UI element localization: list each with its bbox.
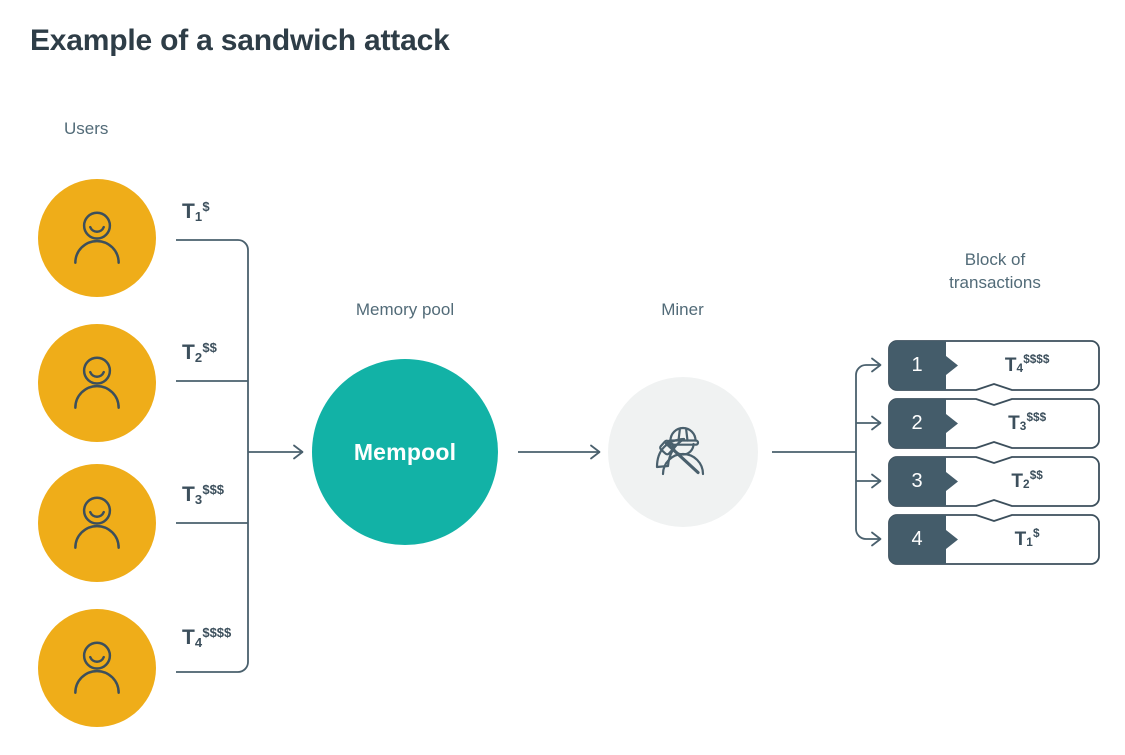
page-title: Example of a sandwich attack	[30, 24, 450, 57]
tx-label-2: T2$$	[182, 340, 217, 365]
arrow-head-row-2	[871, 415, 882, 431]
tx-label-3-symbol: T	[182, 483, 195, 506]
mempool-node[interactable]: Mempool	[312, 359, 498, 545]
tx-label-3-index: 3	[194, 491, 203, 507]
block-label-line-2: transactions	[949, 272, 1041, 292]
block-row-3-shape	[888, 456, 1100, 507]
miner-pickaxe-icon	[655, 426, 705, 476]
block-label-line-1: Block of	[964, 250, 1026, 269]
user-avatar-4[interactable]	[38, 609, 156, 727]
tx-label-3-fee: $$$	[202, 482, 225, 498]
tx-label-4-symbol: T	[182, 626, 195, 649]
miner-node[interactable]	[608, 377, 758, 527]
tx-label-3: T3$$$	[182, 482, 225, 507]
block-row-2-shape	[888, 398, 1100, 449]
miner-label: Miner	[661, 300, 704, 319]
user-avatar-1[interactable]	[38, 179, 156, 297]
block-row-1-shape	[888, 340, 1100, 391]
left-bracket-spine	[176, 239, 249, 673]
tx-label-1-fee: $	[202, 199, 210, 215]
memory-pool-label: Memory pool	[355, 300, 455, 319]
user-avatar-3[interactable]	[38, 464, 156, 582]
arrow-head-row-4	[871, 531, 882, 547]
users-label: Users	[64, 119, 109, 138]
user-avatar-icon	[74, 641, 120, 694]
user-avatar-icon	[74, 496, 120, 549]
tx-label-4-fee: $$$$	[202, 625, 232, 641]
tx-label-4-index: 4	[194, 634, 203, 650]
tx-label-2-index: 2	[194, 349, 203, 365]
tx-label-1: T1$	[182, 199, 210, 224]
user-avatar-2[interactable]	[38, 324, 156, 442]
user-avatar-icon	[74, 211, 120, 264]
arrow-head-row-1	[871, 357, 882, 373]
tx-label-2-symbol: T	[182, 341, 195, 364]
tx-label-1-index: 1	[194, 208, 203, 224]
arrow-head-row-3	[871, 473, 882, 489]
tx-label-4: T4$$$$	[182, 625, 232, 650]
tx-label-1-symbol: T	[182, 200, 195, 223]
arrow-users-to-mempool-head	[293, 444, 304, 460]
right-bracket-spine	[855, 364, 880, 540]
tx-label-2-fee: $$	[202, 340, 217, 356]
block-of-transactions-label: Block of transactions	[905, 249, 1085, 295]
block-row-4-shape	[888, 514, 1100, 565]
user-avatar-icon	[74, 356, 120, 409]
mempool-text: Mempool	[353, 438, 457, 465]
arrow-mempool-to-miner-head	[590, 444, 601, 460]
